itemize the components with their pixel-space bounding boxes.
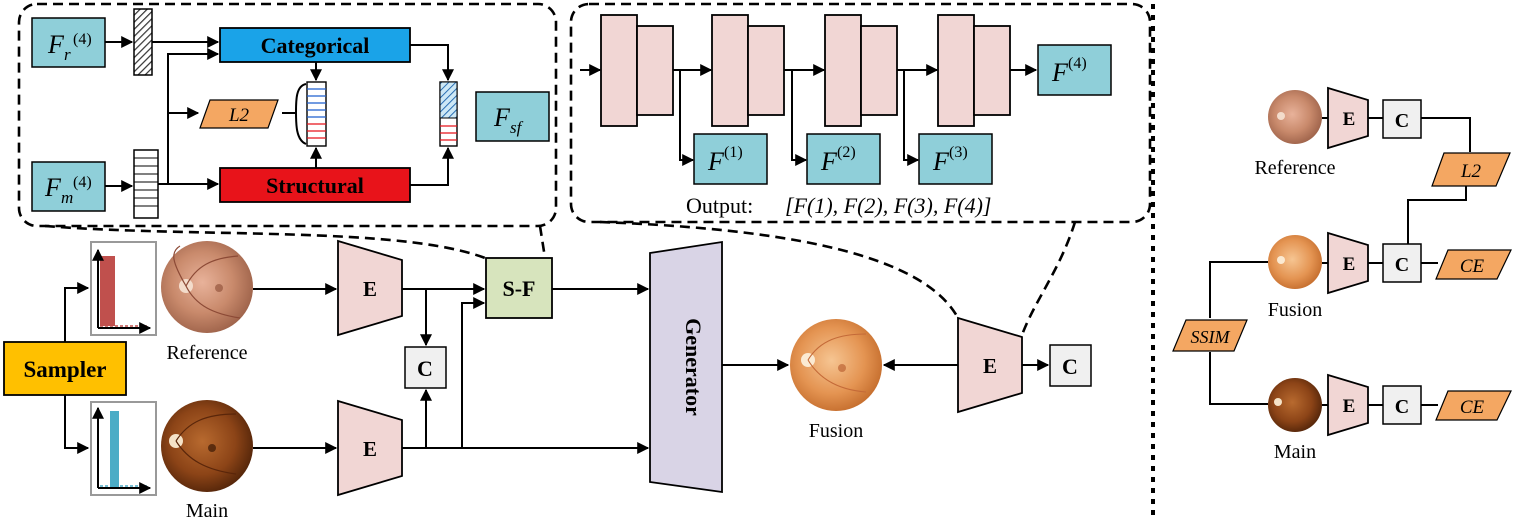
loss-fusion-encoder: E <box>1327 231 1369 295</box>
loss-main-image <box>1268 378 1322 432</box>
svg-text:F: F <box>932 147 950 176</box>
svg-text:F: F <box>493 103 511 132</box>
f3-feature-box: F (3) <box>918 133 993 185</box>
loss-l2-parallelogram: L2 <box>1431 152 1511 187</box>
main-encoder: E <box>337 399 403 497</box>
structural-classifier: Structural <box>219 167 411 203</box>
svg-text:E: E <box>1343 109 1356 130</box>
reference-histogram <box>90 241 157 336</box>
reference-label: Reference <box>166 342 247 364</box>
loss-reference-classifier: C <box>1382 99 1422 139</box>
sf-fusion-block: S-F <box>485 257 553 319</box>
loss-fusion-image <box>1268 235 1322 289</box>
fusion-fundus-image <box>790 319 882 411</box>
svg-text:L2: L2 <box>228 105 250 126</box>
svg-text:Sampler: Sampler <box>23 357 106 382</box>
encoder-zoom-connector-right <box>1020 221 1077 336</box>
svg-text:L2: L2 <box>1460 161 1482 182</box>
loss-reference-encoder: E <box>1327 86 1369 150</box>
svg-text:(1): (1) <box>724 144 743 161</box>
svg-text:CE: CE <box>1460 256 1485 277</box>
svg-text:E: E <box>1343 396 1356 417</box>
generator-block: Generator <box>649 240 723 494</box>
loss-main-encoder: E <box>1327 373 1369 437</box>
output-list: [F(1), F(2), F(3), F(4)] <box>785 193 992 218</box>
sf-zoom-connector-left <box>44 224 486 260</box>
combined-feature-vector <box>306 81 327 147</box>
svg-text:(2): (2) <box>837 144 856 161</box>
svg-text:C: C <box>417 356 433 381</box>
f1-feature-box: F (1) <box>693 133 768 185</box>
loss-ce-main-parallelogram: CE <box>1435 390 1512 421</box>
svg-text:Generator: Generator <box>681 318 706 416</box>
fm-flatten-vector <box>133 149 159 219</box>
fr-feature-box: F r (4) <box>31 17 106 68</box>
svg-text:(4): (4) <box>1068 55 1087 72</box>
svg-text:E: E <box>983 354 997 378</box>
fusion-classifier: C <box>1049 344 1092 387</box>
svg-text:S-F: S-F <box>503 276 536 301</box>
svg-text:CE: CE <box>1460 397 1485 418</box>
svg-text:E: E <box>1343 254 1356 275</box>
svg-text:C: C <box>1395 110 1409 132</box>
svg-text:m: m <box>61 188 73 207</box>
pipeline-classifier: C <box>404 346 447 389</box>
svg-text:E: E <box>363 277 377 301</box>
sf-zoom-connector-right <box>538 225 547 259</box>
svg-text:C: C <box>1395 396 1409 418</box>
fsf-feature-box: F sf <box>475 91 550 142</box>
svg-text:Categorical: Categorical <box>261 33 370 58</box>
svg-text:F: F <box>44 173 62 202</box>
svg-text:F: F <box>707 147 725 176</box>
f2-feature-box: F (2) <box>806 133 881 185</box>
svg-text:E: E <box>363 437 377 461</box>
svg-text:(4): (4) <box>73 31 92 48</box>
svg-text:Structural: Structural <box>266 173 364 198</box>
svg-text:F: F <box>820 147 838 176</box>
encoder-zoom-connector-left <box>599 220 960 319</box>
loss-fusion-classifier: C <box>1382 243 1422 283</box>
svg-text:C: C <box>1062 354 1078 379</box>
fusion-encoder: E <box>957 316 1023 414</box>
feature-fusion-detail-box <box>17 2 558 228</box>
loss-reference-label: Reference <box>1254 157 1335 179</box>
categorical-classifier: Categorical <box>219 27 411 63</box>
main-histogram <box>90 401 157 496</box>
fused-feature-vector <box>439 81 458 147</box>
fr-flatten-vector <box>133 8 153 76</box>
l2-loss-parallelogram: L2 <box>199 99 279 129</box>
loss-fusion-label: Fusion <box>1268 299 1322 321</box>
loss-reference-image <box>1268 90 1322 144</box>
svg-text:C: C <box>1395 254 1409 276</box>
reference-encoder: E <box>337 239 403 337</box>
svg-text:F: F <box>47 30 65 59</box>
reference-fundus-image <box>161 241 253 333</box>
svg-text:sf: sf <box>510 118 524 137</box>
svg-text:SSIM: SSIM <box>1191 327 1231 347</box>
svg-text:F: F <box>1051 58 1069 87</box>
fm-feature-box: F m (4) <box>31 161 106 212</box>
f4-feature-box: F (4) <box>1037 44 1112 96</box>
loss-main-label: Main <box>1274 441 1316 463</box>
svg-text:(4): (4) <box>73 174 92 191</box>
output-label: Output: <box>686 193 753 218</box>
svg-text:(3): (3) <box>949 144 968 161</box>
svg-text:r: r <box>64 45 71 64</box>
main-label: Main <box>186 500 228 518</box>
sampler-block: Sampler <box>3 341 127 396</box>
loss-ce-fusion-parallelogram: CE <box>1435 249 1512 280</box>
loss-ssim-parallelogram: SSIM <box>1172 319 1248 352</box>
main-fundus-image <box>161 400 253 492</box>
encoder-detail-box <box>569 2 1152 224</box>
loss-main-classifier: C <box>1382 385 1422 425</box>
fusion-label: Fusion <box>809 420 863 442</box>
